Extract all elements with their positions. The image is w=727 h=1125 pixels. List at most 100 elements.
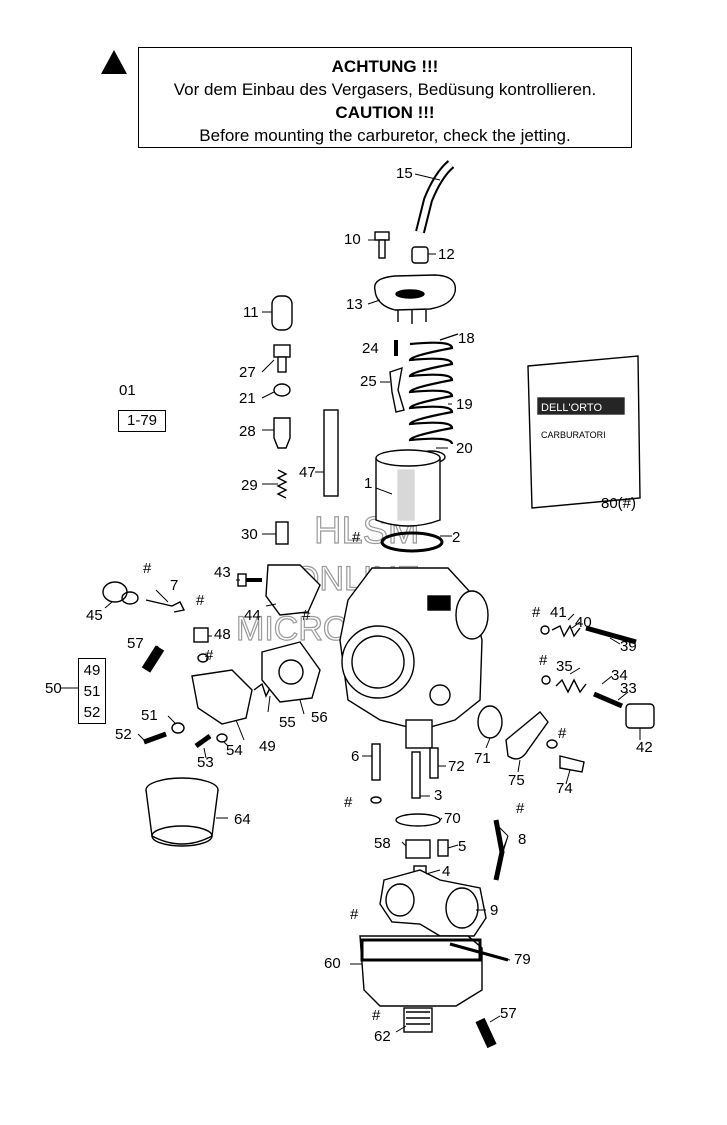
spring-part-19 [408, 341, 454, 445]
cap-part-11 [271, 295, 293, 331]
label-44: 44 [244, 607, 261, 624]
label-27: 27 [239, 364, 256, 381]
clip-part-25 [389, 366, 405, 413]
label-74: 74 [556, 780, 573, 797]
label-18: 18 [458, 330, 475, 347]
label-51a: 51 [141, 707, 158, 724]
label-3: 3 [434, 787, 442, 804]
nut-part-21 [273, 383, 291, 397]
elbow-part-75 [505, 711, 549, 760]
screw-part-53 [194, 733, 212, 749]
plug-part-48 [193, 627, 209, 643]
float-bowl-part-60 [359, 935, 483, 1007]
label-49: 49 [259, 738, 276, 755]
packet-brand: DELL'ORTO [541, 402, 602, 414]
adjuster-part-28 [273, 417, 291, 449]
label-hash-60: # [350, 906, 359, 923]
label-11: 11 [243, 304, 259, 321]
hose-part-57-a [141, 645, 165, 673]
label-hash-41: # [532, 604, 541, 621]
screw-part-40 [585, 625, 637, 645]
label-12: 12 [438, 246, 455, 263]
label-15: 15 [396, 165, 413, 182]
label-48: 48 [214, 626, 231, 643]
group-50-item: 49 [83, 662, 101, 679]
jet-part-30 [275, 521, 289, 545]
label-47: 47 [299, 464, 316, 481]
label-39: 39 [620, 638, 637, 655]
needle-part-18 [439, 333, 459, 341]
label-52: 52 [115, 726, 132, 743]
label-hash-48: # [205, 647, 214, 664]
label-64: 64 [234, 811, 251, 828]
washer-hash-35 [541, 675, 551, 685]
label-43: 43 [214, 564, 231, 581]
screw-part-7 [145, 599, 186, 613]
label-hash-44: # [302, 607, 311, 624]
label-60: 60 [324, 955, 341, 972]
washer-hash-7 [121, 591, 139, 605]
washer-part-54 [216, 733, 228, 743]
label-58: 58 [374, 835, 391, 852]
label-80: 80(#) [601, 495, 636, 512]
caution-text-en: Before mounting the carburetor, check th… [199, 126, 571, 145]
label-62: 62 [374, 1028, 391, 1045]
label-34: 34 [611, 667, 628, 684]
warning-triangle-icon [101, 50, 127, 74]
housing-part-49 [191, 669, 253, 725]
needle-jet-part-3 [411, 751, 421, 799]
label-79: 79 [514, 951, 531, 968]
hose-part-15 [415, 160, 455, 234]
washer-hash-6 [370, 796, 382, 804]
label-hash-74: # [558, 725, 567, 742]
caution-title-de: ACHTUNG !!! [331, 57, 439, 76]
label-57b: 57 [500, 1005, 517, 1022]
label-hash-7b: # [196, 592, 205, 609]
label-57a: 57 [127, 635, 144, 652]
diaphragm-part-56 [261, 641, 321, 703]
cap-part-42 [625, 703, 655, 729]
reference-group: 01 [119, 382, 136, 399]
caution-text-de: Vor dem Einbau des Vergasers, Bedüsung k… [173, 80, 597, 99]
slide-part-1 [375, 449, 441, 527]
label-56: 56 [311, 709, 328, 726]
washer-hash-41 [540, 625, 550, 635]
pin-part-79 [449, 942, 509, 962]
label-29: 29 [241, 477, 258, 494]
label-72: 72 [448, 758, 465, 775]
washer-hash-74 [546, 739, 558, 749]
carburetor-body [339, 567, 489, 749]
label-45: 45 [86, 607, 103, 624]
tube-part-72 [429, 747, 439, 779]
label-hash-7a: # [143, 560, 152, 577]
label-70: 70 [444, 810, 461, 827]
starter-housing-part-44 [265, 564, 321, 616]
packet-text: CARBURATORI [541, 430, 606, 440]
label-13: 13 [346, 296, 363, 313]
reference-page: 1-79 [118, 410, 166, 432]
group-50-item: 51 [83, 683, 101, 700]
label-20: 20 [456, 440, 473, 457]
spring-part-34 [555, 678, 587, 694]
screw-part-33 [593, 691, 623, 709]
cap-part-45 [102, 581, 128, 603]
cover-part-13 [373, 274, 457, 324]
label-hash-8: # [516, 800, 525, 817]
diaphragm-center [278, 659, 304, 685]
caution-title-en: CAUTION !!! [335, 103, 435, 122]
label-55: 55 [279, 714, 296, 731]
label-71: 71 [474, 750, 491, 767]
group-50-label: 50 [45, 680, 62, 697]
screw-part-52 [143, 731, 167, 745]
label-35: 35 [556, 658, 573, 675]
washer-part-51 [171, 722, 185, 734]
hose-part-57-b [475, 1017, 497, 1049]
screw-part-27 [273, 344, 291, 373]
label-hash-6: # [344, 794, 353, 811]
washer-part-70 [395, 813, 441, 827]
jet-part-5 [437, 839, 449, 857]
label-7: 7 [170, 577, 178, 594]
label-2: 2 [452, 529, 460, 546]
plug-part-62 [403, 1007, 433, 1033]
label-hash-2: # [352, 529, 361, 546]
